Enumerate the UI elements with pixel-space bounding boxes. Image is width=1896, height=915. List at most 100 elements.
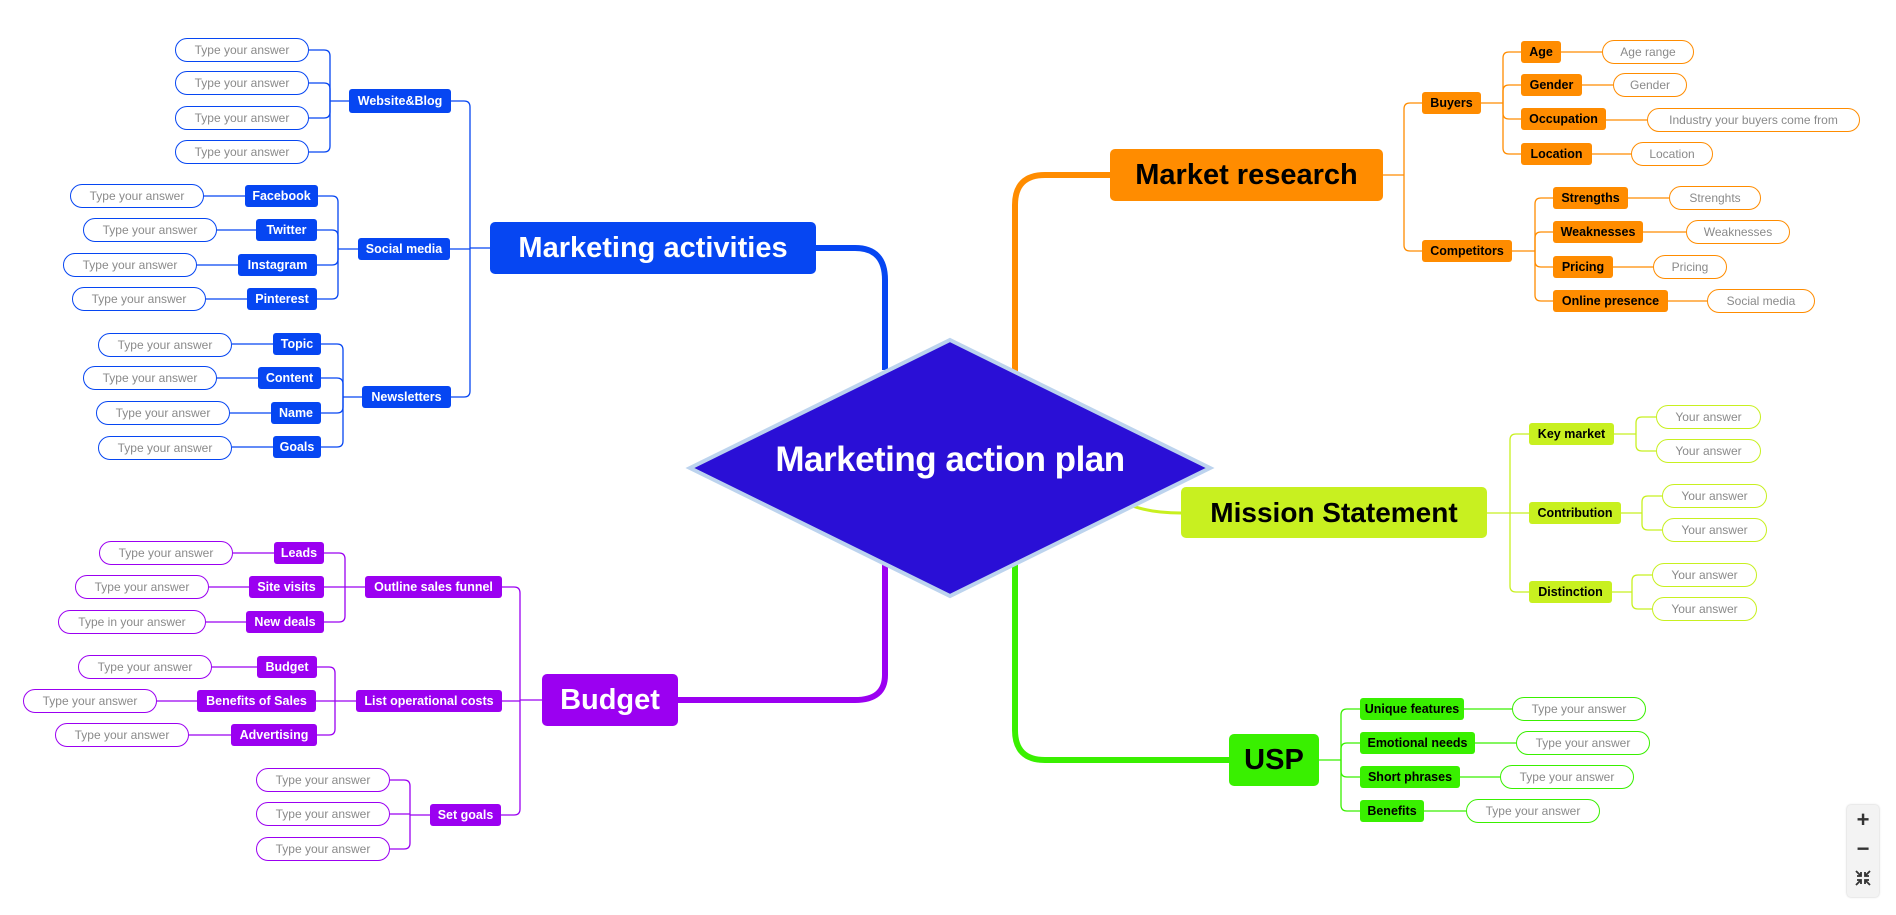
competitors-node[interactable]: Competitors bbox=[1422, 240, 1512, 262]
short-phrases-node[interactable]: Short phrases bbox=[1360, 766, 1460, 788]
answer-field[interactable]: Type your answer bbox=[70, 184, 204, 208]
answer-field[interactable]: Type your answer bbox=[55, 723, 189, 747]
connector-line bbox=[1340, 708, 1360, 760]
answer-field[interactable]: Type your answer bbox=[1516, 731, 1650, 755]
answer-field[interactable]: Social media bbox=[1707, 289, 1815, 313]
answer-field[interactable]: Your answer bbox=[1656, 439, 1761, 463]
answer-field[interactable]: Type your answer bbox=[256, 768, 390, 792]
answer-field[interactable]: Your answer bbox=[1656, 405, 1761, 429]
answer-field[interactable]: Type your answer bbox=[96, 401, 230, 425]
connector-line bbox=[502, 586, 521, 700]
usp-topic[interactable]: USP bbox=[1229, 734, 1319, 786]
connector-line bbox=[324, 587, 346, 623]
newsletters-node[interactable]: Newsletters bbox=[362, 386, 451, 408]
answer-field[interactable]: Type your answer bbox=[98, 333, 232, 357]
market-research-topic[interactable]: Market research bbox=[1110, 149, 1383, 201]
answer-field[interactable]: Type your answer bbox=[23, 689, 157, 713]
pricing-node[interactable]: Pricing bbox=[1553, 256, 1613, 278]
answer-field[interactable]: Type your answer bbox=[256, 802, 390, 826]
connector-line bbox=[317, 666, 336, 701]
answer-field[interactable]: Type your answer bbox=[83, 366, 217, 390]
connector-line bbox=[309, 101, 331, 153]
center-topic-label[interactable]: Marketing action plan bbox=[775, 440, 1125, 479]
age-node[interactable]: Age bbox=[1521, 41, 1561, 63]
advertising-node[interactable]: Advertising bbox=[231, 724, 317, 746]
answer-field[interactable]: Type your answer bbox=[175, 71, 309, 95]
zoom-out-button[interactable]: − bbox=[1856, 835, 1870, 861]
contribution-node[interactable]: Contribution bbox=[1529, 502, 1621, 524]
occupation-node[interactable]: Occupation bbox=[1521, 108, 1606, 130]
answer-field[interactable]: Weaknesses bbox=[1686, 220, 1790, 244]
connector-line bbox=[678, 560, 888, 703]
benefits-node[interactable]: Benefits bbox=[1360, 800, 1424, 822]
connector-line bbox=[1502, 103, 1521, 120]
answer-field[interactable]: Gender bbox=[1613, 73, 1687, 97]
answer-field[interactable]: Type your answer bbox=[99, 541, 233, 565]
outline-sales-funnel-node[interactable]: Outline sales funnel bbox=[365, 576, 502, 598]
key-market-node[interactable]: Key market bbox=[1529, 423, 1614, 445]
site-visits-node[interactable]: Site visits bbox=[249, 576, 324, 598]
answer-field[interactable]: Type your answer bbox=[72, 287, 206, 311]
answer-field[interactable]: Type your answer bbox=[175, 140, 309, 164]
weaknesses-node[interactable]: Weaknesses bbox=[1553, 221, 1643, 243]
connector-line bbox=[390, 815, 411, 850]
answer-field[interactable]: Your answer bbox=[1662, 484, 1767, 508]
social-media-node[interactable]: Social media bbox=[358, 238, 450, 260]
goals-node[interactable]: Goals bbox=[273, 436, 321, 458]
answer-field[interactable]: Type your answer bbox=[1466, 799, 1600, 823]
distinction-node[interactable]: Distinction bbox=[1529, 581, 1612, 603]
answer-field[interactable]: Industry your buyers come from bbox=[1647, 108, 1860, 132]
answer-field[interactable]: Strenghts bbox=[1669, 186, 1761, 210]
answer-field[interactable]: Type your answer bbox=[256, 837, 390, 861]
answer-field[interactable]: Pricing bbox=[1653, 255, 1727, 279]
content-node[interactable]: Content bbox=[258, 367, 321, 389]
answer-field[interactable]: Type your answer bbox=[175, 38, 309, 62]
connector-line bbox=[816, 245, 888, 370]
unique-features-node[interactable]: Unique features bbox=[1360, 698, 1464, 720]
budget-node[interactable]: Budget bbox=[257, 656, 317, 678]
answer-field[interactable]: Your answer bbox=[1652, 563, 1757, 587]
budget-topic[interactable]: Budget bbox=[542, 674, 678, 726]
answer-field[interactable]: Type your answer bbox=[1500, 765, 1634, 789]
list-operational-costs-node[interactable]: List operational costs bbox=[356, 690, 502, 712]
website-blog-node[interactable]: Website&Blog bbox=[349, 89, 451, 113]
online-presence-node[interactable]: Online presence bbox=[1553, 290, 1668, 312]
new-deals-node[interactable]: New deals bbox=[246, 611, 324, 633]
connector-line bbox=[324, 552, 346, 587]
mission-statement-topic[interactable]: Mission Statement bbox=[1181, 487, 1487, 538]
leads-node[interactable]: Leads bbox=[274, 542, 324, 564]
connector-line bbox=[1534, 251, 1553, 302]
answer-field[interactable]: Type your answer bbox=[98, 436, 232, 460]
answer-field[interactable]: Your answer bbox=[1652, 597, 1757, 621]
benefits-of-sales-node[interactable]: Benefits of Sales bbox=[197, 690, 316, 712]
answer-field[interactable]: Your answer bbox=[1662, 518, 1767, 542]
set-goals-node[interactable]: Set goals bbox=[430, 804, 501, 826]
location-node[interactable]: Location bbox=[1521, 143, 1592, 165]
answer-field[interactable]: Type in your answer bbox=[58, 610, 206, 634]
answer-field[interactable]: Location bbox=[1631, 142, 1713, 166]
fit-to-screen-button[interactable] bbox=[1847, 863, 1879, 892]
connector-line bbox=[321, 343, 344, 397]
instagram-node[interactable]: Instagram bbox=[238, 254, 317, 276]
zoom-in-button[interactable]: + bbox=[1856, 806, 1870, 832]
connector-line bbox=[321, 397, 344, 414]
answer-field[interactable]: Type your answer bbox=[63, 253, 197, 277]
gender-node[interactable]: Gender bbox=[1521, 74, 1582, 96]
strengths-node[interactable]: Strengths bbox=[1553, 187, 1628, 209]
answer-field[interactable]: Type your answer bbox=[83, 218, 217, 242]
twitter-node[interactable]: Twitter bbox=[256, 219, 317, 241]
name-node[interactable]: Name bbox=[271, 402, 321, 424]
connector-line bbox=[390, 779, 411, 815]
answer-field[interactable]: Type your answer bbox=[1512, 697, 1646, 721]
answer-field[interactable]: Type your answer bbox=[175, 106, 309, 130]
topic-node[interactable]: Topic bbox=[273, 333, 321, 355]
answer-field[interactable]: Age range bbox=[1602, 40, 1694, 64]
buyers-node[interactable]: Buyers bbox=[1422, 92, 1481, 114]
pinterest-node[interactable]: Pinterest bbox=[247, 288, 317, 310]
answer-field[interactable]: Type your answer bbox=[78, 655, 212, 679]
answer-field[interactable]: Type your answer bbox=[75, 575, 209, 599]
marketing-activities-topic[interactable]: Marketing activities bbox=[490, 222, 816, 274]
connector-line bbox=[1641, 495, 1662, 513]
emotional-needs-node[interactable]: Emotional needs bbox=[1360, 732, 1475, 754]
facebook-node[interactable]: Facebook bbox=[245, 185, 318, 207]
